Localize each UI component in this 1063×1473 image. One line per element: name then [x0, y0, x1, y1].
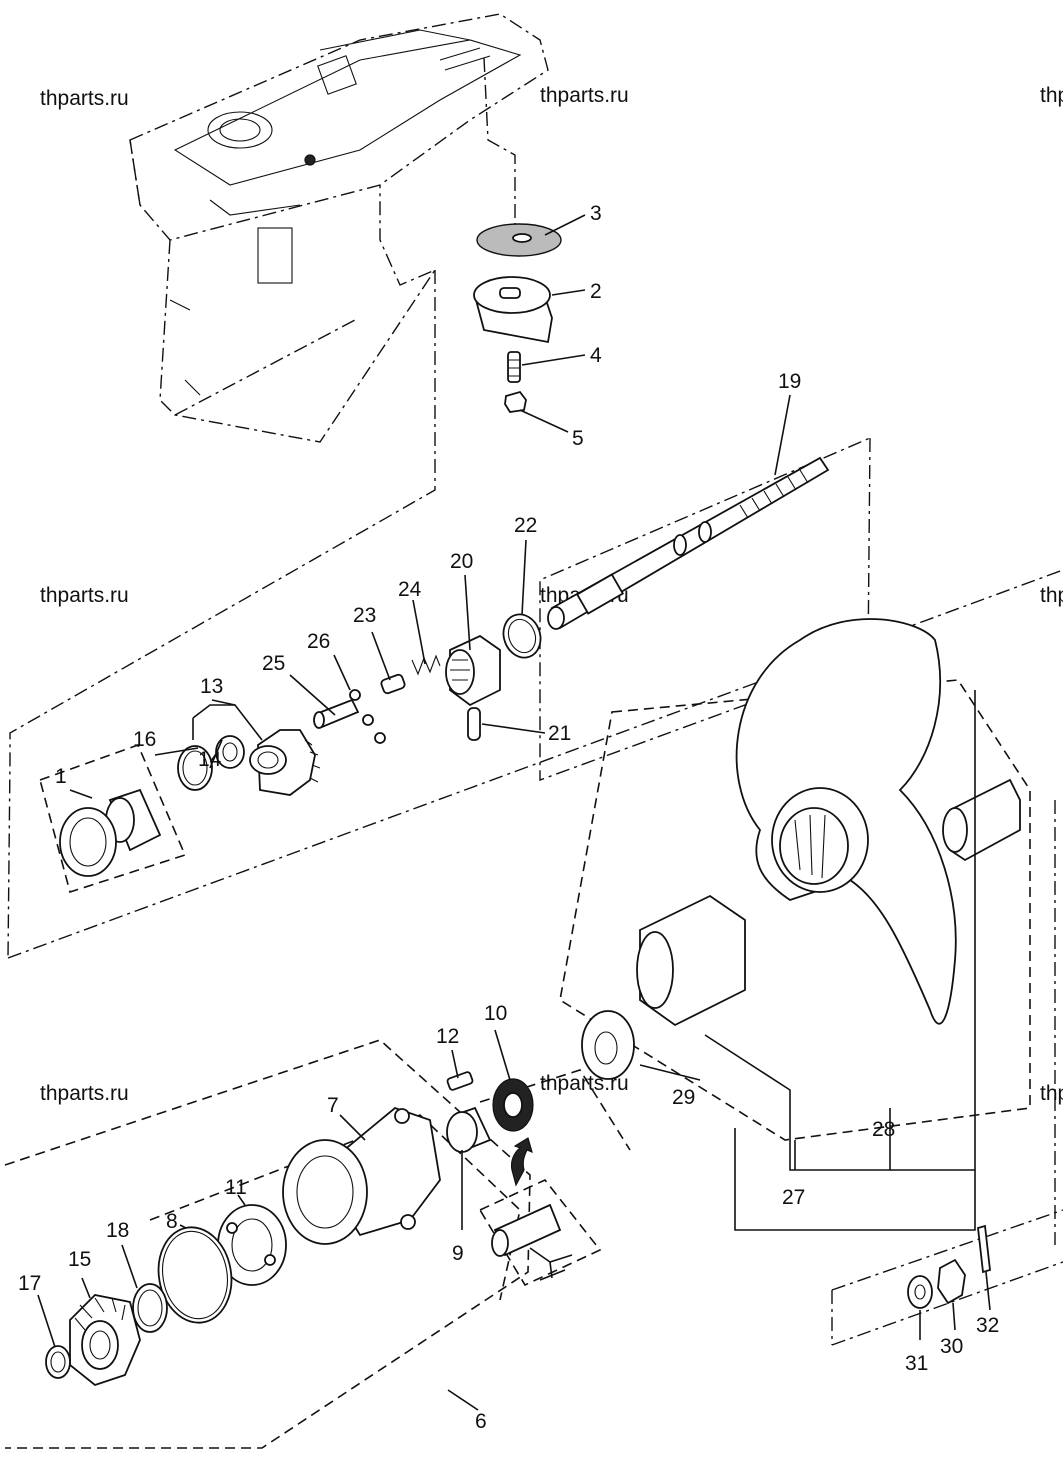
callout-18: 18: [106, 1219, 129, 1242]
part-26-balls: [349, 689, 386, 744]
part-1-tapered-bearing: [59, 788, 162, 877]
callout-10: 10: [484, 1002, 507, 1025]
part-19-propeller-shaft: [547, 456, 830, 630]
part-29-thrust-washer: [581, 1010, 635, 1080]
watermark: thparts.ru: [40, 584, 129, 607]
watermark: thparts.ru: [1040, 1082, 1063, 1105]
callout-29: 29: [672, 1086, 695, 1109]
leader-line: [539, 436, 871, 782]
part-spacer: [942, 778, 1021, 862]
special-tool: [491, 1203, 573, 1281]
callout-30: 30: [940, 1335, 963, 1358]
part-30-nut: [937, 1258, 966, 1305]
part-32-cotter-pin: [977, 1224, 991, 1274]
part-propeller: [735, 618, 957, 1025]
part-12-bolt: [446, 1071, 474, 1091]
part-10-bearing: [492, 1078, 534, 1132]
watermark: thparts.ru: [40, 87, 129, 110]
callout-7: 7: [327, 1094, 339, 1117]
callout-14: 14: [198, 748, 222, 771]
callout-6: 6: [475, 1410, 487, 1433]
part-25-pin: [313, 698, 360, 729]
part-4-stud: [507, 351, 521, 383]
part-3-gasket: [476, 223, 562, 257]
gear-case-housing: [129, 13, 549, 443]
callout-31: 31: [905, 1352, 928, 1375]
callout-21: 21: [548, 722, 571, 745]
part-17-shim: [45, 1345, 71, 1379]
leader-line: [478, 1179, 602, 1287]
callout-23: 23: [353, 604, 376, 627]
part-2-cover: [473, 276, 553, 344]
callout-26: 26: [307, 630, 330, 653]
callout-13: 13: [200, 675, 223, 698]
callout-4: 4: [590, 344, 602, 367]
watermark: thparts.ru: [1040, 84, 1063, 107]
part-28-bushing: [636, 894, 746, 1027]
leader-line: [149, 1114, 521, 1301]
callout-25: 25: [262, 652, 285, 675]
callout-11: 11: [225, 1176, 247, 1199]
part-7-bearing-housing: [282, 1106, 441, 1245]
callout-22: 22: [514, 514, 537, 537]
callout-numbers: 1 2 3 4 5 6 7 8 9 10 11 12 13 14 15 16 1…: [18, 202, 999, 1433]
leader-line: [831, 1209, 1063, 1291]
callout-17: 17: [18, 1272, 41, 1295]
callout-20: 20: [450, 550, 473, 573]
callout-28: 28: [872, 1118, 895, 1141]
part-16-shim: [177, 745, 213, 791]
arrow-icon: [510, 1137, 533, 1187]
part-5-nut: [504, 390, 527, 413]
callout-5: 5: [572, 427, 584, 450]
part-8-o-ring: [157, 1226, 233, 1324]
leader-line: [39, 743, 187, 894]
watermark: thparts.ru: [40, 1082, 129, 1105]
watermark: thparts.ru: [540, 84, 629, 107]
callout-12: 12: [436, 1025, 459, 1048]
callout-2: 2: [590, 280, 602, 303]
callout-27: 27: [782, 1186, 805, 1209]
leader-line: [483, 57, 516, 225]
part-23-plunger: [380, 673, 406, 695]
part-20-clutch: [445, 634, 501, 707]
callout-9: 9: [452, 1242, 464, 1265]
leader-line: [734, 1128, 976, 1231]
part-18-shim: [132, 1283, 168, 1333]
callout-8: 8: [166, 1210, 178, 1233]
callout-3: 3: [590, 202, 602, 225]
part-31-washer: [907, 1275, 933, 1309]
leader-line: [7, 270, 436, 959]
part-15-reverse-gear: [69, 1294, 141, 1387]
part-22-ring: [502, 613, 542, 659]
leader-line: [639, 1064, 701, 1081]
callout-24: 24: [398, 578, 422, 601]
part-13-forward-gear: [249, 729, 321, 796]
leader-line: [831, 1261, 1063, 1346]
callout-15: 15: [68, 1248, 91, 1271]
callout-32: 32: [976, 1314, 999, 1337]
callout-19: 19: [778, 370, 801, 393]
part-21-pin: [467, 707, 481, 741]
callout-1: 1: [55, 765, 67, 788]
watermark: thparts.ru: [1040, 584, 1063, 607]
callout-leaders: [37, 214, 991, 1411]
part-24-spring: [411, 654, 441, 676]
callout-16: 16: [133, 728, 156, 751]
leader-line: [704, 1034, 891, 1171]
part-9-bushing: [446, 1106, 492, 1153]
